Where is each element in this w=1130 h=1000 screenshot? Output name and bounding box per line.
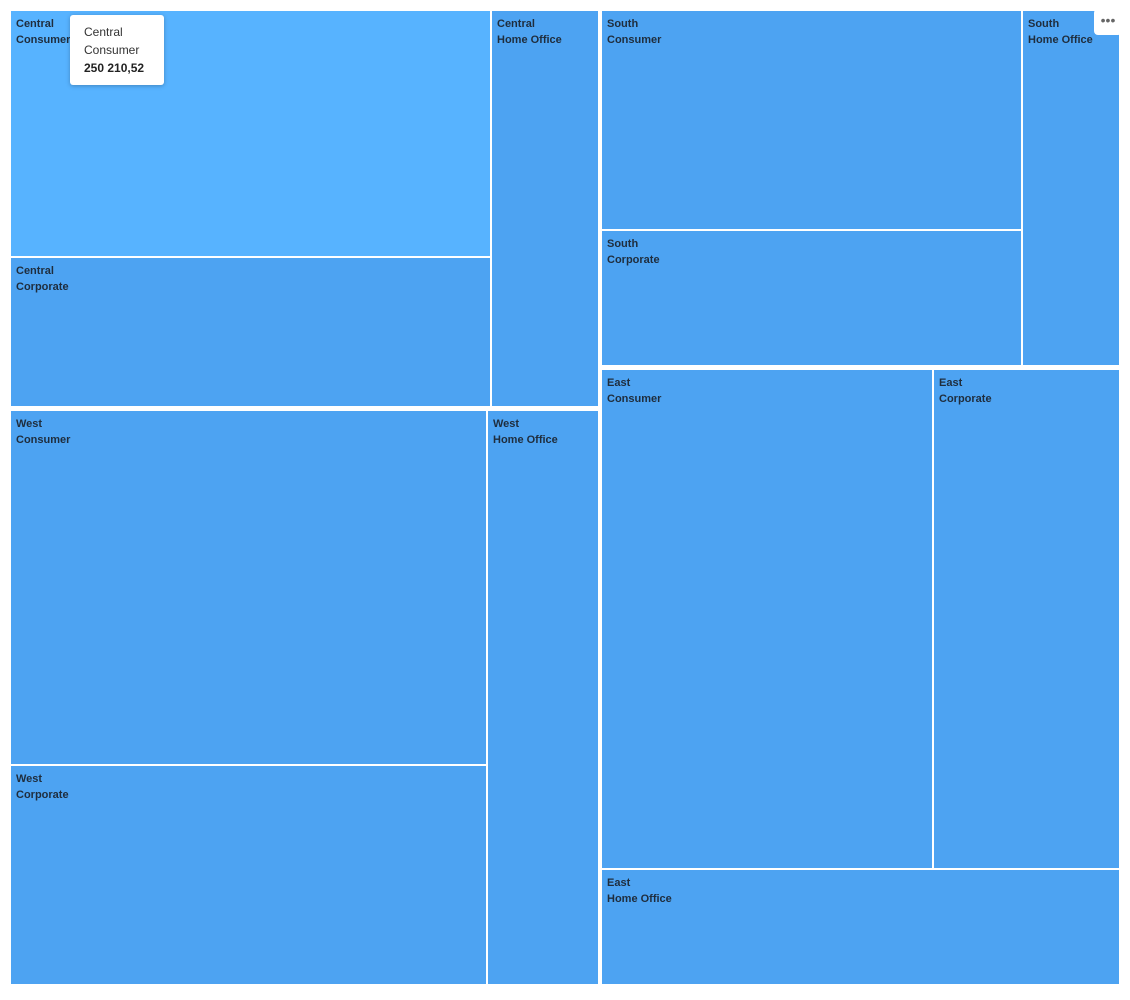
tooltip-region: Central [84,25,123,39]
tile-label-segment: Consumer [16,34,71,46]
tile-label-region: South [1028,18,1060,30]
tile-label-region: East [607,877,631,889]
tile-label-segment: Home Office [1028,34,1093,46]
tile-label-region: Central [16,18,54,30]
tile-label-segment: Corporate [939,393,992,405]
tile-label-region: East [939,377,963,389]
tile-label-segment: Corporate [16,281,69,293]
more-options-button[interactable]: ••• [1094,9,1122,35]
tile-label-segment: Home Office [607,893,672,905]
group-separator [599,10,601,985]
tile-label-segment: Corporate [607,254,660,266]
tooltip: Central Consumer 250 210,52 [70,15,164,85]
tile-label-segment: Consumer [607,393,662,405]
tile-label-region: East [607,377,631,389]
more-horizontal-icon: ••• [1100,12,1116,28]
tile-label-segment: Corporate [16,789,69,801]
tile-label-region: Central [16,265,54,277]
tooltip-value: 250 210,52 [84,61,145,75]
tile-label-segment: Home Office [493,434,558,446]
tile-label-segment: Home Office [497,34,562,46]
tooltip-segment: Consumer [84,43,140,57]
tile-label-segment: Consumer [607,34,662,46]
tile-label-region: West [16,773,43,785]
group-separator [601,366,1120,369]
group-separator [10,407,599,410]
tile-label-region: Central [497,18,535,30]
tile-label-region: West [16,418,43,430]
tile-label-region: West [493,418,520,430]
tile-label-segment: Consumer [16,434,71,446]
tile-label-region: South [607,18,639,30]
tile-label-region: South [607,238,639,250]
